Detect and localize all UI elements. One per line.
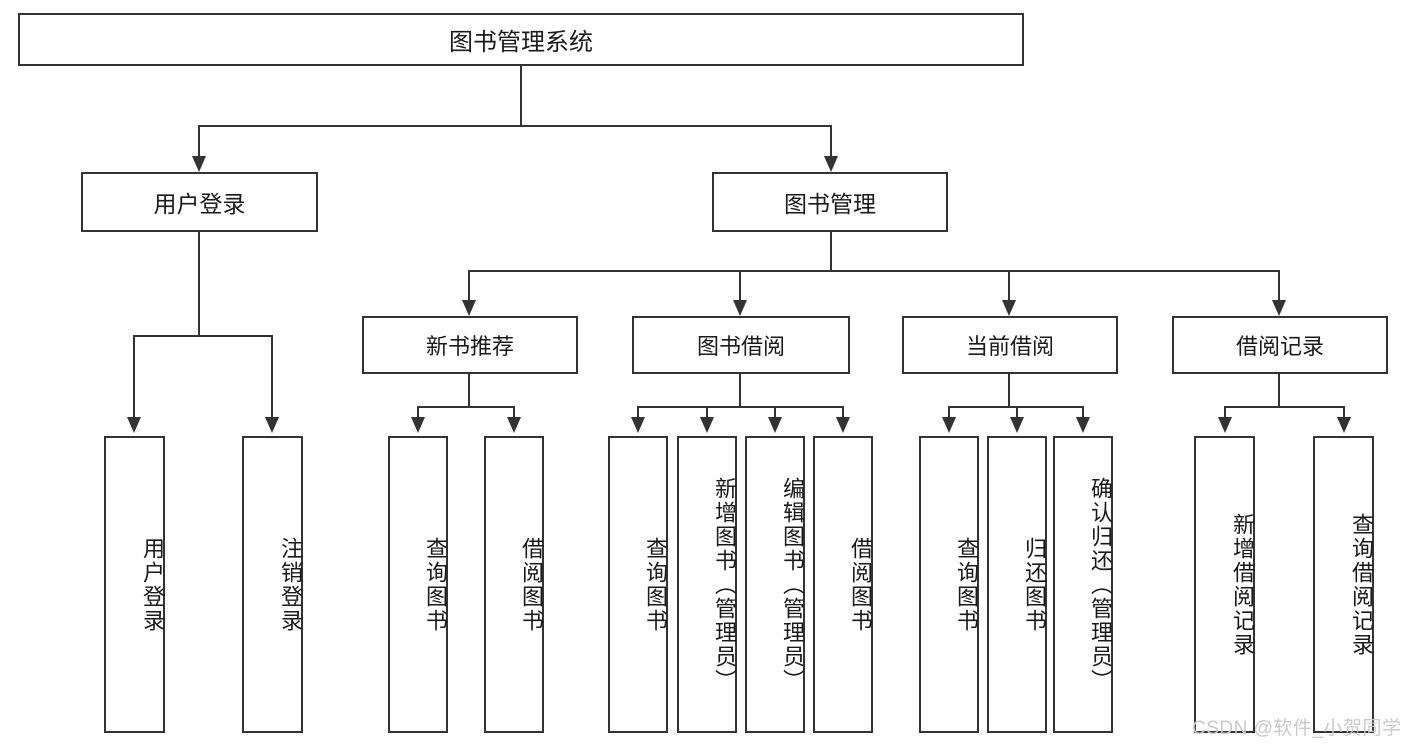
- node-leaf-query-book-2[interactable]: 查询图书: [608, 436, 668, 733]
- node-leaf-query-book-1[interactable]: 查询图书: [388, 436, 448, 733]
- connector-bb-drop-3: [774, 406, 776, 417]
- arrow-leaf-add-record: [1218, 417, 1232, 433]
- connector-nbr-drop-1: [417, 406, 419, 417]
- connector-cb-drop-2: [1016, 406, 1018, 417]
- connector-bb-drop-1: [637, 406, 639, 417]
- connector-to-borrow-record: [1278, 270, 1280, 300]
- node-leaf-add-book[interactable]: 新增图书（管理员）: [677, 436, 737, 733]
- leaf-user-login-label: 用户登录: [140, 536, 165, 633]
- node-user-login[interactable]: 用户登录: [81, 172, 318, 232]
- connector-book-management-stem: [830, 232, 832, 270]
- node-borrow-record[interactable]: 借阅记录: [1172, 316, 1388, 374]
- connector-level3-bus: [468, 270, 1280, 272]
- leaf-borrow-book-2-label: 借阅图书: [848, 536, 873, 633]
- arrow-leaf-return-book: [1010, 417, 1024, 433]
- watermark: CSDN @软件_小贺同学: [1192, 718, 1402, 739]
- leaf-query-book-2-label: 查询图书: [643, 536, 668, 633]
- connector-user-login-drop-2: [271, 335, 273, 417]
- arrow-leaf-query-book-2: [631, 417, 645, 433]
- arrow-leaf-borrow-book-1: [507, 417, 521, 433]
- arrow-to-new-book-recommend: [462, 300, 476, 316]
- leaf-query-book-1-label: 查询图书: [423, 536, 448, 633]
- node-leaf-user-login[interactable]: 用户登录: [104, 436, 165, 733]
- connector-to-new-book-recommend: [468, 270, 470, 300]
- arrow-leaf-confirm-return: [1076, 417, 1090, 433]
- arrow-leaf-user-login: [127, 417, 141, 433]
- connector-bb-drop-4: [842, 406, 844, 417]
- connector-current-borrow-stem: [1008, 374, 1010, 406]
- leaf-add-book-label: 新增图书（管理员）: [712, 476, 737, 693]
- leaf-confirm-return-label: 确认归还（管理员）: [1088, 476, 1113, 693]
- node-root-label: 图书管理系统: [449, 29, 593, 56]
- node-leaf-add-record[interactable]: 新增借阅记录: [1194, 436, 1255, 733]
- connector-to-book-management: [830, 125, 832, 156]
- node-current-borrow[interactable]: 当前借阅: [902, 316, 1118, 374]
- leaf-return-book-label: 归还图书: [1022, 536, 1047, 633]
- node-book-management[interactable]: 图书管理: [712, 172, 948, 232]
- leaf-borrow-book-1-label: 借阅图书: [519, 536, 544, 633]
- node-leaf-confirm-return[interactable]: 确认归还（管理员）: [1053, 436, 1113, 733]
- connector-borrow-record-bus: [1224, 406, 1344, 408]
- node-leaf-query-record[interactable]: 查询借阅记录: [1313, 436, 1374, 733]
- connector-br-drop-2: [1343, 406, 1345, 417]
- connector-cb-drop-3: [1082, 406, 1084, 417]
- node-user-login-label: 用户登录: [153, 191, 246, 217]
- connector-user-login-bus: [133, 335, 272, 337]
- node-root[interactable]: 图书管理系统: [18, 13, 1024, 66]
- arrow-leaf-edit-book: [768, 417, 782, 433]
- connector-user-login-stem: [198, 232, 200, 335]
- node-leaf-edit-book[interactable]: 编辑图书（管理员）: [745, 436, 805, 733]
- node-new-book-recommend-label: 新书推荐: [425, 334, 514, 359]
- connector-borrow-record-stem: [1278, 374, 1280, 406]
- arrow-leaf-query-book-1: [411, 417, 425, 433]
- connector-br-drop-1: [1224, 406, 1226, 417]
- arrow-to-book-borrow: [733, 300, 747, 316]
- connector-root-stem: [520, 66, 522, 125]
- node-current-borrow-label: 当前借阅: [965, 334, 1054, 359]
- node-book-borrow[interactable]: 图书借阅: [632, 316, 850, 374]
- arrow-to-book-management: [824, 156, 838, 172]
- node-borrow-record-label: 借阅记录: [1235, 334, 1324, 359]
- node-leaf-borrow-book-1[interactable]: 借阅图书: [484, 436, 544, 733]
- connector-to-current-borrow: [1008, 270, 1010, 300]
- connector-user-login-drop-1: [133, 335, 135, 417]
- connector-current-borrow-bus: [948, 406, 1083, 408]
- arrow-to-user-login: [192, 156, 206, 172]
- leaf-edit-book-label: 编辑图书（管理员）: [780, 476, 805, 693]
- connector-cb-drop-1: [948, 406, 950, 417]
- node-book-borrow-label: 图书借阅: [696, 334, 785, 359]
- leaf-user-logout-label: 注销登录: [278, 536, 303, 633]
- connector-new-book-recommend-stem: [468, 374, 470, 406]
- arrow-to-borrow-record: [1272, 300, 1286, 316]
- node-book-management-label: 图书管理: [784, 191, 876, 217]
- node-leaf-user-logout[interactable]: 注销登录: [242, 436, 303, 733]
- connector-nbr-drop-2: [513, 406, 515, 417]
- node-new-book-recommend[interactable]: 新书推荐: [362, 316, 578, 374]
- arrow-to-current-borrow: [1002, 300, 1016, 316]
- arrow-leaf-query-record: [1337, 417, 1351, 433]
- arrow-leaf-add-book: [700, 417, 714, 433]
- connector-to-user-login: [198, 125, 200, 156]
- node-leaf-borrow-book-2[interactable]: 借阅图书: [813, 436, 873, 733]
- arrow-leaf-user-logout: [265, 417, 279, 433]
- node-leaf-query-book-3[interactable]: 查询图书: [919, 436, 979, 733]
- leaf-query-book-3-label: 查询图书: [954, 536, 979, 633]
- connector-to-book-borrow: [739, 270, 741, 300]
- connector-level2-bus: [198, 125, 831, 127]
- leaf-add-record-label: 新增借阅记录: [1230, 512, 1255, 657]
- connector-new-book-recommend-bus: [417, 406, 514, 408]
- arrow-leaf-query-book-3: [942, 417, 956, 433]
- leaf-query-record-label: 查询借阅记录: [1349, 512, 1374, 657]
- connector-bb-drop-2: [706, 406, 708, 417]
- arrow-leaf-borrow-book-2: [836, 417, 850, 433]
- node-leaf-return-book[interactable]: 归还图书: [987, 436, 1047, 733]
- connector-book-borrow-bus: [637, 406, 843, 408]
- connector-book-borrow-stem: [739, 374, 741, 406]
